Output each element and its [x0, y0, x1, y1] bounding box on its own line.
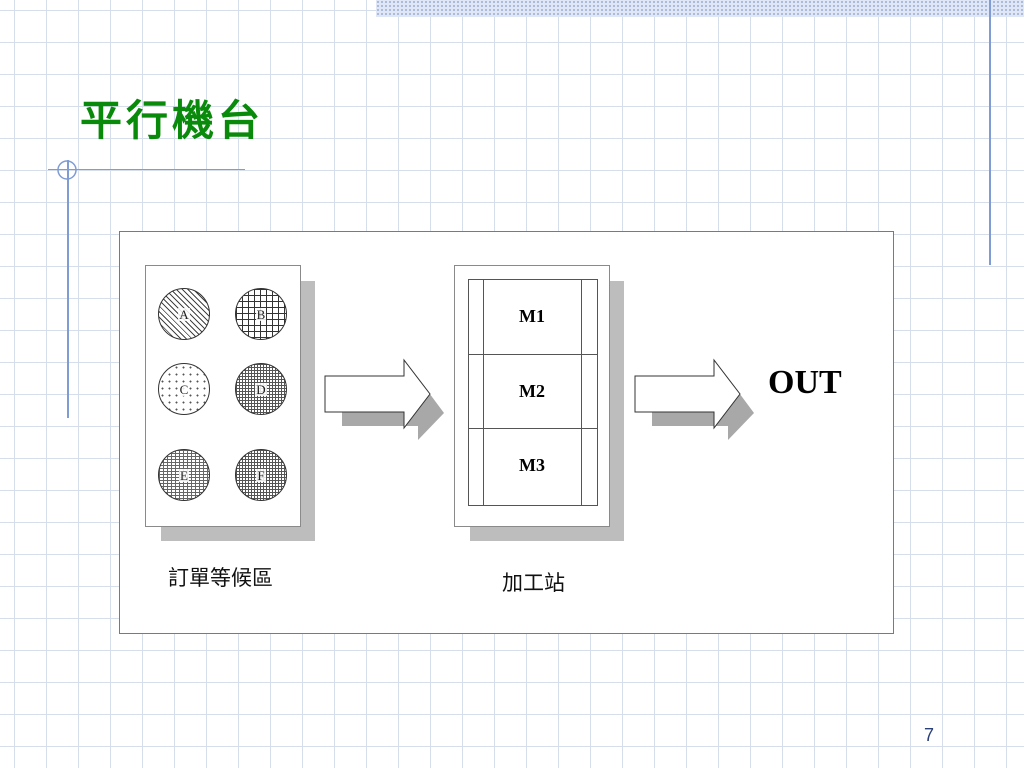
machine-m1: M1	[519, 305, 545, 326]
flow-arrow-station-to-out	[634, 358, 754, 440]
order-label: E	[179, 467, 189, 483]
processing-station-label: 加工站	[502, 571, 565, 595]
order-label: C	[178, 381, 190, 397]
machine-m3: M3	[519, 454, 545, 475]
order-label: D	[255, 381, 267, 397]
left-vertical-rule	[67, 160, 69, 418]
crosshair-ornament	[57, 160, 77, 180]
output-label: OUT	[768, 364, 842, 401]
flow-arrow-queue-to-station	[324, 358, 444, 440]
order-label: F	[256, 467, 266, 483]
top-decorative-band	[376, 0, 1024, 17]
right-vertical-rule	[989, 0, 991, 265]
order-circle-b: B	[235, 288, 287, 340]
order-label: A	[178, 306, 190, 322]
page-number: 7	[924, 725, 935, 745]
order-label: B	[255, 306, 267, 322]
slide-title: 平行機台	[80, 96, 265, 145]
order-circle-d: D	[235, 363, 287, 415]
machine-divider	[468, 428, 597, 429]
machine-column-right-rail	[581, 279, 582, 505]
machine-column-left-rail	[483, 279, 484, 505]
machine-divider	[468, 354, 597, 355]
order-circle-e: E	[158, 449, 210, 501]
machine-m2: M2	[519, 380, 545, 401]
order-circle-a: A	[158, 288, 210, 340]
title-underline	[48, 169, 245, 170]
processing-station-box	[454, 265, 610, 527]
order-circle-c: C	[158, 363, 210, 415]
order-queue-label: 訂單等候區	[168, 566, 273, 590]
order-circle-f: F	[235, 449, 287, 501]
machine-column	[468, 279, 598, 506]
